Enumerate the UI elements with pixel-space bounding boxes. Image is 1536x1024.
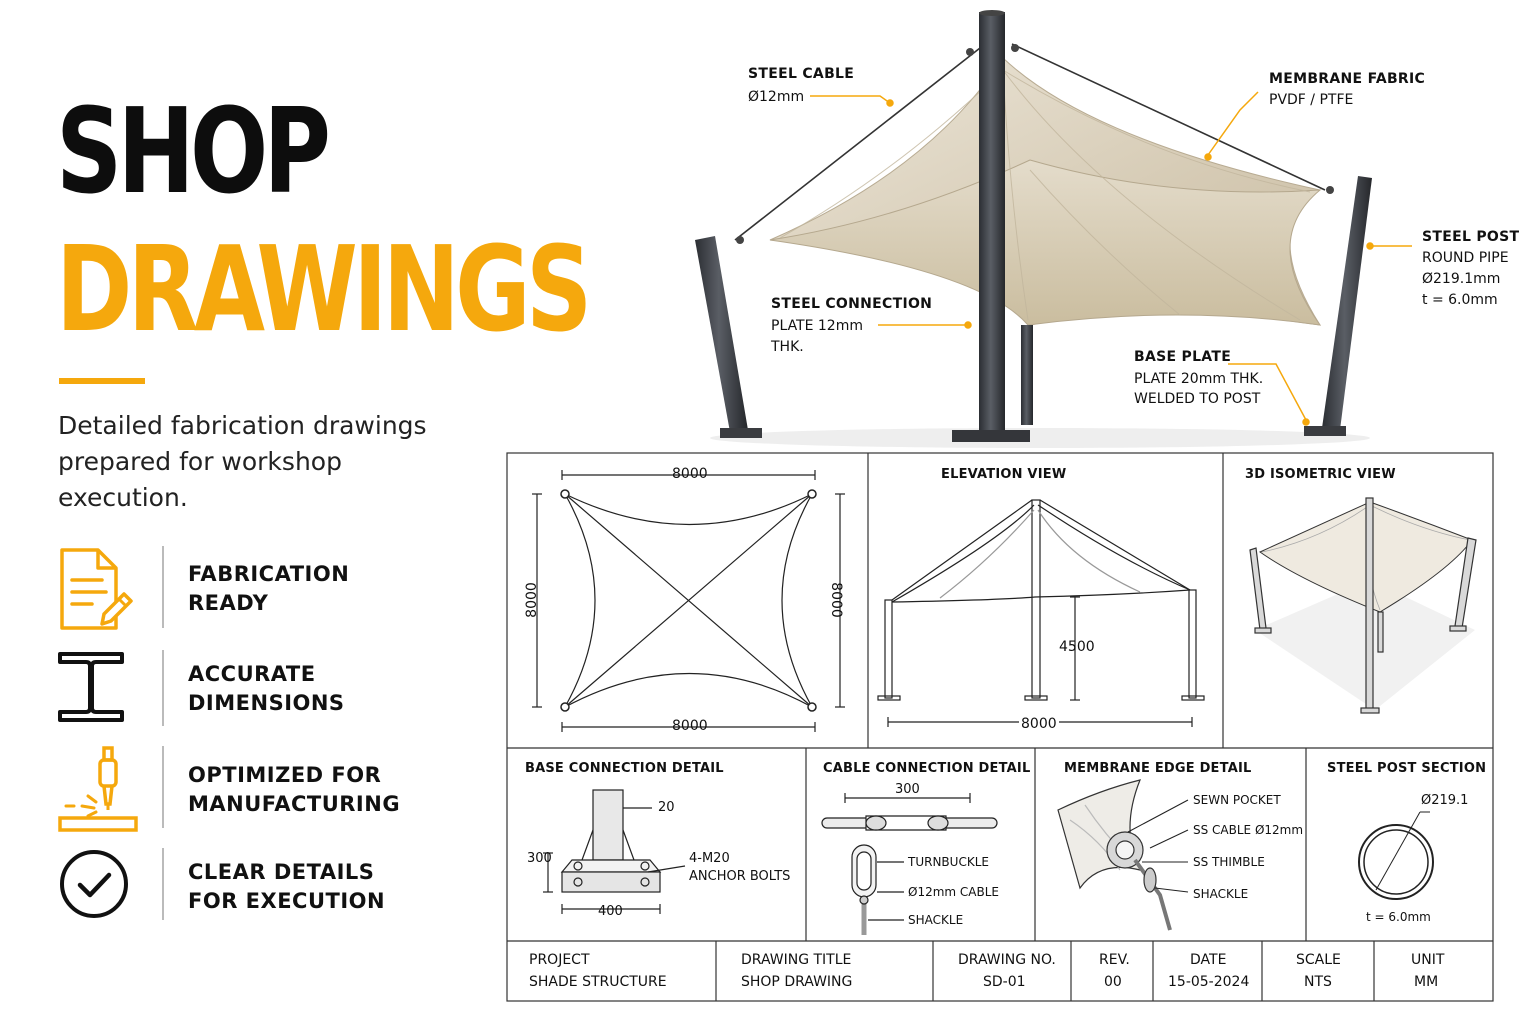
post-thickness: t = 6.0mm: [1366, 910, 1431, 924]
feature-3-line1: OPTIMIZED FOR: [188, 763, 382, 787]
post-section-title: STEEL POST SECTION: [1327, 761, 1487, 776]
feature-1-line1: FABRICATION: [188, 562, 350, 586]
feature-4-line1: CLEAR DETAILS: [188, 860, 375, 884]
base-detail-title: BASE CONNECTION DETAIL: [525, 761, 724, 776]
welding-torch-icon: [58, 746, 138, 832]
callout-leaders: [810, 91, 1412, 426]
feature-label: FABRICATION READY: [188, 560, 349, 618]
callout-connection-sub2: THK.: [771, 339, 804, 355]
feature-separator: [162, 546, 164, 628]
feature-separator: [162, 746, 164, 828]
feature-1-line2: READY: [188, 591, 269, 615]
document-pencil-icon: [60, 548, 133, 630]
callout-post-sub2: Ø219.1mm: [1422, 271, 1501, 287]
tb-unit-value: MM: [1414, 974, 1439, 990]
plan-dim-left: 8000: [523, 582, 540, 618]
hero-description: Detailed fabrication drawings prepared f…: [58, 411, 427, 512]
iso-view-drawing: [1249, 497, 1477, 714]
tb-drawing-no-value: SD-01: [983, 974, 1026, 990]
right-post: [1322, 176, 1372, 430]
feature-separator: [162, 848, 164, 920]
elevation-view-drawing: [877, 499, 1205, 727]
feature-2-line1: ACCURATE: [188, 662, 316, 686]
tb-scale-value: NTS: [1304, 974, 1332, 990]
callout-steel-cable-sub: Ø12mm: [748, 89, 805, 105]
feature-list: FABRICATION READY ACCURATE DIMENSIONS OP…: [0, 540, 470, 930]
callout-base-sub1: PLATE 20mm THK.: [1134, 371, 1264, 387]
elevation-view-title: ELEVATION VIEW: [941, 467, 1067, 482]
tb-unit-label: UNIT: [1411, 952, 1445, 968]
plan-dim-top: 8000: [672, 466, 708, 482]
membrane-pocket-label: SEWN POCKET: [1193, 793, 1281, 807]
base-dim-height: 300: [527, 851, 552, 866]
accent-divider: [59, 378, 145, 384]
title-line-1: SHOP: [56, 82, 331, 220]
post-diameter: Ø219.1: [1421, 793, 1469, 808]
base-bolts-line1: 4-M20: [689, 851, 730, 866]
tb-drawing-no-label: DRAWING NO.: [958, 952, 1056, 968]
iso-view-title: 3D ISOMETRIC VIEW: [1245, 467, 1396, 482]
plan-dim-bottom: 8000: [672, 718, 708, 734]
tb-date-value: 15-05-2024: [1168, 974, 1250, 990]
cable-connection-drawing: [821, 793, 998, 935]
plan-dim-right: 8000: [827, 582, 844, 618]
i-beam-icon: [58, 652, 124, 722]
callout-membrane-sub: PVDF / PTFE: [1269, 92, 1354, 108]
left-post: [695, 236, 748, 432]
tb-project-value: SHADE STRUCTURE: [529, 974, 667, 990]
elevation-dim-height: 4500: [1059, 639, 1095, 655]
callout-base-title: BASE PLATE: [1134, 349, 1232, 365]
title-block: PROJECT SHADE STRUCTURE DRAWING TITLE SH…: [507, 941, 1493, 1001]
cable-dim: 300: [895, 782, 920, 797]
tb-rev-value: 00: [1104, 974, 1122, 990]
callout-base-sub2: WELDED TO POST: [1134, 391, 1261, 407]
feature-label: ACCURATE DIMENSIONS: [188, 660, 345, 718]
callout-steel-cable-title: STEEL CABLE: [748, 66, 855, 82]
base-connection-drawing: [543, 789, 686, 914]
tb-title-label: DRAWING TITLE: [741, 952, 852, 968]
check-circle-icon: [60, 850, 128, 918]
tb-title-value: SHOP DRAWING: [741, 974, 853, 990]
base-dim-top: 20: [658, 800, 675, 815]
cable-shackle-label: SHACKLE: [908, 913, 964, 927]
feature-4-line2: FOR EXECUTION: [188, 889, 386, 913]
tb-scale-label: SCALE: [1296, 952, 1341, 968]
plan-view-drawing: [532, 470, 845, 732]
cable-turnbuckle-label: TURNBUCKLE: [908, 855, 989, 869]
base-dim-width: 400: [598, 904, 623, 919]
post-section-drawing: [1358, 811, 1434, 900]
membrane-detail-title: MEMBRANE EDGE DETAIL: [1064, 761, 1252, 776]
callout-post-title: STEEL POST: [1422, 229, 1520, 245]
base-bolts-line2: ANCHOR BOLTS: [689, 869, 791, 884]
cable-detail-title: CABLE CONNECTION DETAIL: [823, 761, 1031, 776]
feature-separator: [162, 650, 164, 726]
membrane-thimble-label: SS THIMBLE: [1193, 855, 1265, 869]
callout-connection-title: STEEL CONNECTION: [771, 296, 933, 312]
membrane-cable-label: SS CABLE Ø12mm: [1193, 823, 1304, 837]
cable-cable-label: Ø12mm CABLE: [908, 885, 999, 899]
tb-date-label: DATE: [1190, 952, 1227, 968]
callout-connection-sub1: PLATE 12mm: [771, 318, 863, 334]
feature-label: CLEAR DETAILS FOR EXECUTION: [188, 858, 385, 916]
title-line-2: DRAWINGS: [56, 220, 592, 358]
feature-label: OPTIMIZED FOR MANUFACTURING: [188, 761, 400, 819]
main-mast: [979, 12, 1005, 432]
shade-structure-render: [695, 10, 1372, 448]
membrane-shackle-label: SHACKLE: [1193, 887, 1249, 901]
elevation-dim-width: 8000: [1019, 716, 1059, 732]
callout-post-sub3: t = 6.0mm: [1422, 292, 1498, 308]
callout-membrane-title: MEMBRANE FABRIC: [1269, 71, 1426, 87]
tb-project-label: PROJECT: [529, 952, 590, 968]
feature-3-line2: MANUFACTURING: [188, 792, 401, 816]
feature-2-line2: DIMENSIONS: [188, 691, 345, 715]
callout-post-sub1: ROUND PIPE: [1422, 250, 1509, 266]
membrane-edge-drawing: [1057, 779, 1189, 931]
tb-rev-label: REV.: [1099, 952, 1130, 968]
